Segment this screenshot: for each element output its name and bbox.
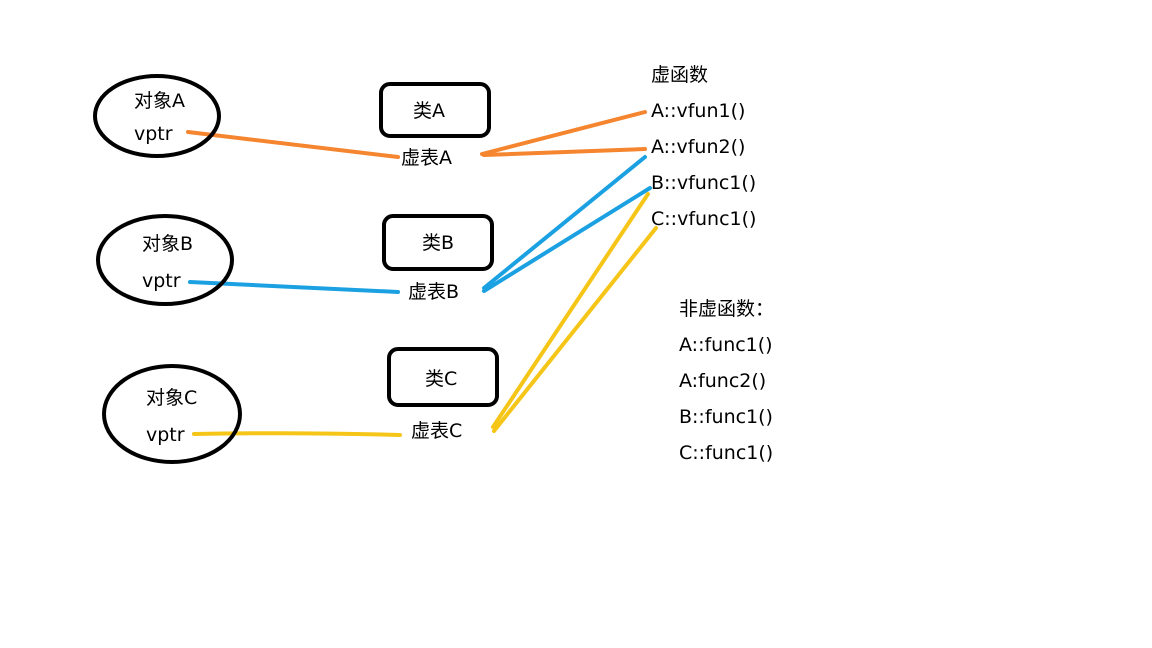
non-virtual-function-item: A:func2() bbox=[679, 370, 766, 392]
class-a-name: 类A bbox=[413, 100, 445, 122]
non-virtual-function-item: C::func1() bbox=[679, 442, 773, 464]
connectors bbox=[186, 110, 658, 437]
object-b-name: 对象B bbox=[142, 233, 193, 255]
class-b: 类B 虚表B bbox=[382, 214, 494, 303]
class-c: 类C 虚表C bbox=[387, 347, 499, 442]
connector-vtableC-vfunc1B bbox=[491, 192, 650, 429]
connector-vtableB-vfun2 bbox=[482, 155, 647, 290]
virtual-functions: 虚函数 A::vfun1() A::vfun2() B::vfunc1() C:… bbox=[651, 64, 756, 230]
object-b: 对象B vptr bbox=[96, 214, 234, 306]
object-c-name: 对象C bbox=[146, 387, 197, 409]
class-a: 类A 虚表A bbox=[379, 82, 491, 169]
class-b-name: 类B bbox=[422, 232, 454, 254]
non-virtual-function-item: A::func1() bbox=[679, 334, 773, 356]
virtual-function-item: A::vfun2() bbox=[651, 136, 745, 158]
virtual-function-item: B::vfunc1() bbox=[651, 172, 756, 194]
virtual-function-item: C::vfunc1() bbox=[651, 208, 756, 230]
class-b-box bbox=[382, 214, 494, 271]
connector-vptrB-vtableB bbox=[188, 280, 400, 294]
connector-vptrA-vtableA bbox=[186, 130, 400, 159]
object-a-ptr: vptr bbox=[134, 123, 173, 145]
non-virtual-function-item: B::func1() bbox=[679, 406, 773, 428]
non-virtual-functions: 非虚函数： A::func1() A:func2() B::func1() C:… bbox=[679, 298, 774, 464]
connector-vtableA-vfun2 bbox=[482, 147, 647, 157]
connector-vtableA-vfun1 bbox=[480, 110, 647, 156]
object-a-ellipse bbox=[93, 74, 221, 158]
object-b-ptr: vptr bbox=[142, 270, 181, 292]
connector-vtableC-vfunc1C bbox=[492, 226, 658, 433]
class-a-box bbox=[379, 82, 491, 138]
vtable-b: 虚表B bbox=[408, 281, 459, 303]
vtable-c: 虚表C bbox=[411, 420, 462, 442]
object-a-name: 对象A bbox=[134, 90, 185, 112]
virtual-functions-title: 虚函数 bbox=[651, 64, 708, 86]
object-c-ptr: vptr bbox=[146, 424, 185, 446]
vtable-a: 虚表A bbox=[401, 147, 452, 169]
object-c: 对象C vptr bbox=[102, 364, 242, 464]
connector-vtableB-vfunc1 bbox=[482, 186, 652, 293]
class-c-name: 类C bbox=[425, 368, 457, 390]
class-c-box bbox=[387, 347, 499, 407]
object-b-ellipse bbox=[96, 214, 234, 306]
non-virtual-functions-title: 非虚函数： bbox=[679, 298, 774, 320]
object-a: 对象A vptr bbox=[93, 74, 221, 158]
object-c-ellipse bbox=[102, 364, 242, 464]
virtual-function-item: A::vfun1() bbox=[651, 100, 745, 122]
connector-vptrC-vtableC bbox=[192, 431, 402, 437]
